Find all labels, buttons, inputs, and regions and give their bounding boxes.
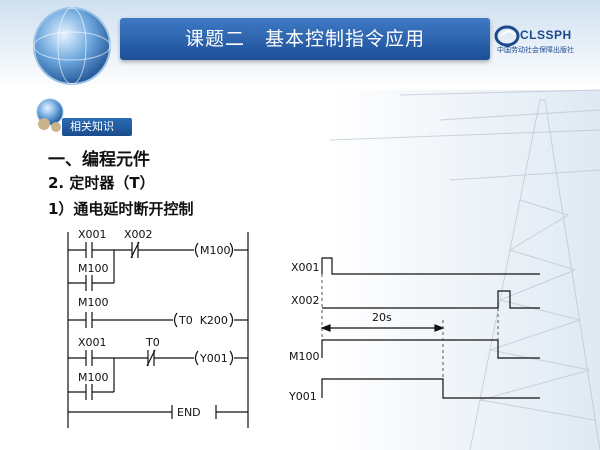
page-title: 课题二 基本控制指令应用 (184, 28, 425, 50)
timing-label-x001: X001 (291, 261, 320, 274)
publisher-logo (494, 25, 520, 47)
timing-label-y001: Y001 (288, 390, 317, 403)
heading-2: 2. 定时器（T） (48, 174, 155, 192)
rung3-branch-contact-label: M100 (78, 371, 109, 384)
logo-name: CLSSPH (520, 28, 572, 42)
rung2-contact-label: M100 (78, 296, 109, 309)
rung1-coil-label: M100 (200, 244, 231, 257)
end-label: END (177, 406, 201, 419)
rung3-contact1-label: X001 (78, 336, 107, 349)
rung3-contact2-label: T0 (145, 336, 160, 349)
heading-1: 一、编程元件 (48, 150, 150, 170)
rung2-coil-label: T0 K200 (178, 314, 228, 327)
section-badge (62, 118, 132, 136)
section-badge-label: 相关知识 (70, 120, 114, 133)
rung1-branch-contact-label: M100 (78, 262, 109, 275)
header-bar (120, 18, 490, 60)
rung1-contact1-label: X001 (78, 228, 107, 241)
logo-subtitle: 中国劳动社会保障出版社 (497, 46, 574, 54)
timing-label-m100: M100 (289, 350, 320, 363)
timing-label-x002: X002 (291, 294, 320, 307)
heading-3: 1）通电延时断开控制 (48, 200, 194, 218)
rung3-coil-label: Y001 (199, 352, 228, 365)
rung1-contact2-label: X002 (124, 228, 153, 241)
timing-duration-label: 20s (372, 311, 392, 324)
